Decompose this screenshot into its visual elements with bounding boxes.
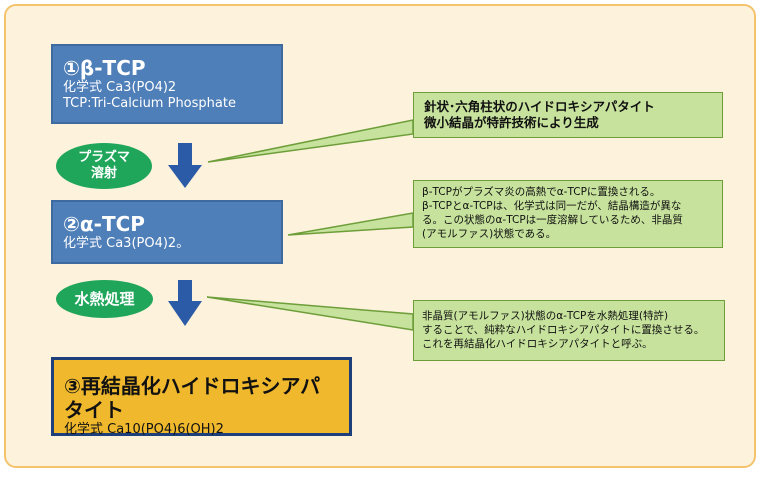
callout-crystal-line-2: 微小結晶が特許技術により生成 (424, 115, 599, 130)
down-arrow-2 (168, 280, 202, 326)
callout-hydrothermal-line-2: することで、純粋なハイドロキシアパタイトに置換させる。 (422, 324, 705, 336)
alpha-tcp-title: ②α-TCP (63, 212, 145, 236)
callout-hydrothermal-line-3: これを再結晶化ハイドロキシアパタイトと呼ぶ。 (422, 338, 653, 350)
callout1-pointer (207, 119, 414, 163)
callout2-pointer (287, 212, 414, 236)
callout-crystal: 針状･六角柱状のハイドロキシアパタイト 微小結晶が特許技術により生成 (413, 92, 723, 138)
callout-plasma-line-4: (アモルファス)状態である。 (422, 228, 557, 240)
recrystallized-ha-box: ③再結晶化ハイドロキシアパタイト 化学式 Ca10(PO4)6(OH)2 (51, 357, 352, 437)
callout-plasma-line-2: β-TCPとα-TCPは、化学式は同一だが、結晶構造が異な (422, 200, 682, 212)
callout-crystal-line-1: 針状･六角柱状のハイドロキシアパタイト (424, 99, 655, 114)
callout3-pointer (206, 296, 414, 331)
alpha-tcp-box: ②α-TCP 化学式 Ca3(PO4)2。 (51, 200, 283, 264)
recrystallized-ha-title: ③再結晶化ハイドロキシアパタイト (64, 374, 321, 422)
callout-plasma: β-TCPがプラズマ炎の高熱でα-TCPに置換される。 β-TCPとα-TCPは… (413, 180, 723, 248)
beta-tcp-title: ①β-TCP (63, 56, 146, 80)
hydrothermal-oval: 水熱処理 (56, 280, 153, 318)
plasma-spray-oval: プラズマ 溶射 (56, 143, 152, 189)
callout-plasma-line-3: る。この状態のα-TCPは一度溶解しているため、非晶質 (422, 214, 683, 226)
beta-tcp-box: ①β-TCP 化学式 Ca3(PO4)2 TCP:Tri-Calcium Pho… (51, 44, 283, 124)
callout-hydrothermal: 非晶質(アモルファス)状態のα-TCPを水熱処理(特許) することで、純粋なハイ… (413, 300, 725, 361)
plasma-spray-label-2: 溶射 (90, 166, 117, 181)
down-arrow-1 (168, 143, 202, 188)
recrystallized-ha-formula: 化学式 Ca10(PO4)6(OH)2 (64, 422, 224, 437)
beta-tcp-fullname: TCP:Tri-Calcium Phosphate (63, 96, 236, 111)
hydrothermal-label: 水熱処理 (74, 290, 135, 308)
callout-hydrothermal-line-1: 非晶質(アモルファス)状態のα-TCPを水熱処理(特許) (422, 310, 669, 322)
callout-plasma-line-1: β-TCPがプラズマ炎の高熱でα-TCPに置換される。 (422, 186, 661, 198)
plasma-spray-label-1: プラズマ (78, 150, 130, 165)
beta-tcp-formula: 化学式 Ca3(PO4)2 (63, 80, 177, 95)
alpha-tcp-formula: 化学式 Ca3(PO4)2。 (63, 236, 190, 251)
